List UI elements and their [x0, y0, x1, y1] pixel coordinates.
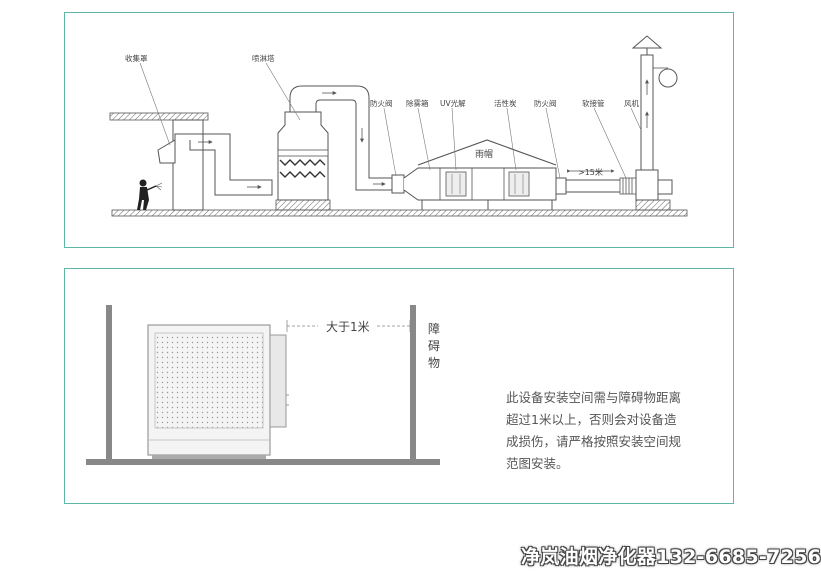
- splash-icon: [155, 182, 163, 191]
- watermark-text: 净岚油烟净化器132-6685-7256: [521, 546, 821, 568]
- label-spray-tower: 喷淋塔: [252, 53, 275, 63]
- soft-connector: [619, 177, 637, 195]
- clearance-distance-label: 大于1米: [326, 320, 370, 334]
- note-line: 范图安装。: [506, 456, 569, 471]
- ground-line: [111, 209, 688, 217]
- label-collection-hood: 收集罩: [125, 53, 148, 63]
- duct-hood-to-tower: [174, 133, 273, 196]
- chimney: [631, 35, 678, 171]
- obstacle-label-2: 碍: [428, 339, 440, 353]
- installation-flow-diagram: 收集罩 喷淋塔 防火阀 除雾箱 UV光解 活性炭 防火阀 软接管 风机 雨帽 >…: [109, 35, 688, 217]
- purifier-cabinet: [147, 324, 289, 459]
- rain-cover: [417, 139, 557, 166]
- label-fire-damper-2: 防火阀: [534, 98, 557, 108]
- purifier-housing: [403, 167, 557, 210]
- left-wall: [106, 305, 112, 460]
- obstacle-wall: [410, 305, 416, 460]
- obstacle-label-3: 物: [428, 356, 440, 370]
- note-line: 成损伤，请严格按照安装空间规: [506, 434, 682, 449]
- label-uv-photolysis: UV光解: [440, 98, 466, 108]
- ceiling-slab: [109, 112, 209, 121]
- worker-figure: [137, 179, 157, 210]
- label-fan: 风机: [624, 98, 639, 108]
- label-mist-remover: 除雾箱: [406, 98, 429, 108]
- obstacle-label-1: 障: [428, 321, 440, 336]
- clearance-diagram: 大于1米 障 碍 物: [86, 305, 440, 465]
- building-wall: [172, 119, 204, 211]
- note-line: 此设备安装空间需与障碍物距离: [506, 390, 682, 405]
- fire-damper-2: [555, 177, 567, 195]
- leader-lines: [139, 62, 642, 179]
- label-fire-damper-1: 防火阀: [370, 98, 393, 108]
- note-line: 超过1米以上，否则会对设备造: [506, 412, 677, 427]
- installation-note: 此设备安装空间需与障碍物距离 超过1米以上，否则会对设备造 成损伤，请严格按照安…: [506, 387, 696, 475]
- duct-to-fan: [566, 179, 620, 193]
- floor: [86, 459, 440, 465]
- label-soft-connector: 软接管: [582, 98, 605, 108]
- duct-tower-to-damper: [289, 85, 392, 191]
- label-activated-carbon: 活性炭: [494, 98, 517, 108]
- label-rain-cover: 雨帽: [475, 148, 493, 160]
- label-distance: >15米: [578, 167, 603, 177]
- spray-tower: [275, 111, 331, 211]
